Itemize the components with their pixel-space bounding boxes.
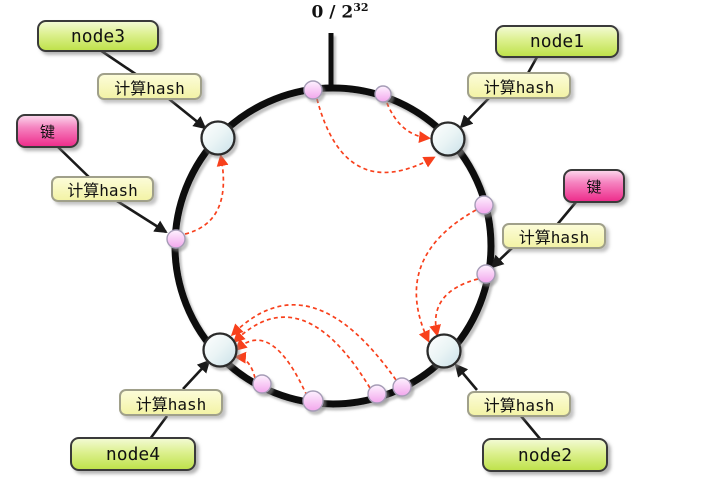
connector-keyright-to-hash <box>555 201 577 227</box>
node1-box: node1 <box>495 25 619 58</box>
hash-label-key-left: 计算hash <box>67 181 138 200</box>
origin-exponent: 32 <box>353 1 369 14</box>
node4-label: node4 <box>105 443 161 465</box>
key-arrow-to-node1-a <box>316 98 436 174</box>
node4-box: node4 <box>70 437 196 471</box>
key-arrow-to-node4-a <box>230 303 397 381</box>
key-label-left: 键 <box>39 122 55 141</box>
hash-label-node1: 计算hash <box>483 77 555 97</box>
arrow-hash-to-keydot-left <box>116 199 168 234</box>
hash-label-key-right: 计算hash <box>518 228 590 247</box>
black-arrows <box>116 97 513 391</box>
hash-label-node3: 计算hash <box>114 78 185 98</box>
arrow-hash-to-node1 <box>459 97 490 129</box>
key-mapping-arrows <box>184 98 479 397</box>
arrow-hash-to-node2 <box>454 363 478 391</box>
arrow-hash-to-keydot-right <box>490 247 513 269</box>
key-dot-5 <box>476 264 496 284</box>
key-arrow-to-node3 <box>184 154 229 235</box>
key-dot-7 <box>302 390 324 412</box>
node3-label: node3 <box>70 25 126 47</box>
key-label-right: 键 <box>586 177 602 196</box>
hash-box-node4: 计算hash <box>119 389 223 416</box>
connector-node2-to-hash <box>520 415 542 441</box>
arrow-hash-to-node3 <box>168 97 207 130</box>
connector-node4-to-hash <box>148 415 169 440</box>
key-box-right: 键 <box>563 169 625 203</box>
hash-box-key-left: 计算hash <box>51 176 154 202</box>
server-nodes <box>200 120 466 369</box>
arrow-hash-to-node4 <box>182 359 211 390</box>
hash-label-node4: 计算hash <box>135 394 207 414</box>
key-box-left: 键 <box>16 114 79 148</box>
node2-label: node2 <box>517 444 573 466</box>
key-arrow-to-node4-b <box>232 316 371 389</box>
hash-box-node2: 计算hash <box>467 391 571 417</box>
key-arrow-to-node4-c <box>234 338 308 397</box>
key-dot-3 <box>166 229 186 249</box>
server-node-node4 <box>202 332 238 368</box>
ring-origin-label: 0 / 232 <box>302 1 378 23</box>
key-dots <box>166 80 496 412</box>
key-arrow-to-node1-b <box>386 102 431 143</box>
server-node-node1 <box>430 121 466 157</box>
key-arrow-to-node4-d <box>234 351 256 379</box>
node1-label: node1 <box>529 31 585 52</box>
hash-box-node3: 计算hash <box>97 73 202 100</box>
server-node-node3 <box>200 120 236 156</box>
hash-box-node1: 计算hash <box>467 72 571 99</box>
node3-box: node3 <box>37 20 159 52</box>
key-dot-2 <box>374 85 392 103</box>
key-dot-4 <box>474 195 494 215</box>
key-dot-6 <box>252 374 272 394</box>
connector-node3-to-hash <box>99 48 141 79</box>
origin-base: 0 / 2 <box>311 2 354 23</box>
key-arrow-to-node2-b <box>429 278 479 337</box>
key-dot-9 <box>392 377 412 397</box>
key-arrow-to-node2-a <box>415 209 477 343</box>
hash-label-node2: 计算hash <box>483 396 555 415</box>
node2-box: node2 <box>482 438 608 472</box>
key-dot-1 <box>303 80 323 100</box>
hash-box-key-right: 计算hash <box>502 223 606 249</box>
black-connectors <box>56 48 577 441</box>
connector-keyleft-to-hash <box>56 145 94 182</box>
key-dot-8 <box>367 384 387 404</box>
server-node-node2 <box>426 333 462 369</box>
